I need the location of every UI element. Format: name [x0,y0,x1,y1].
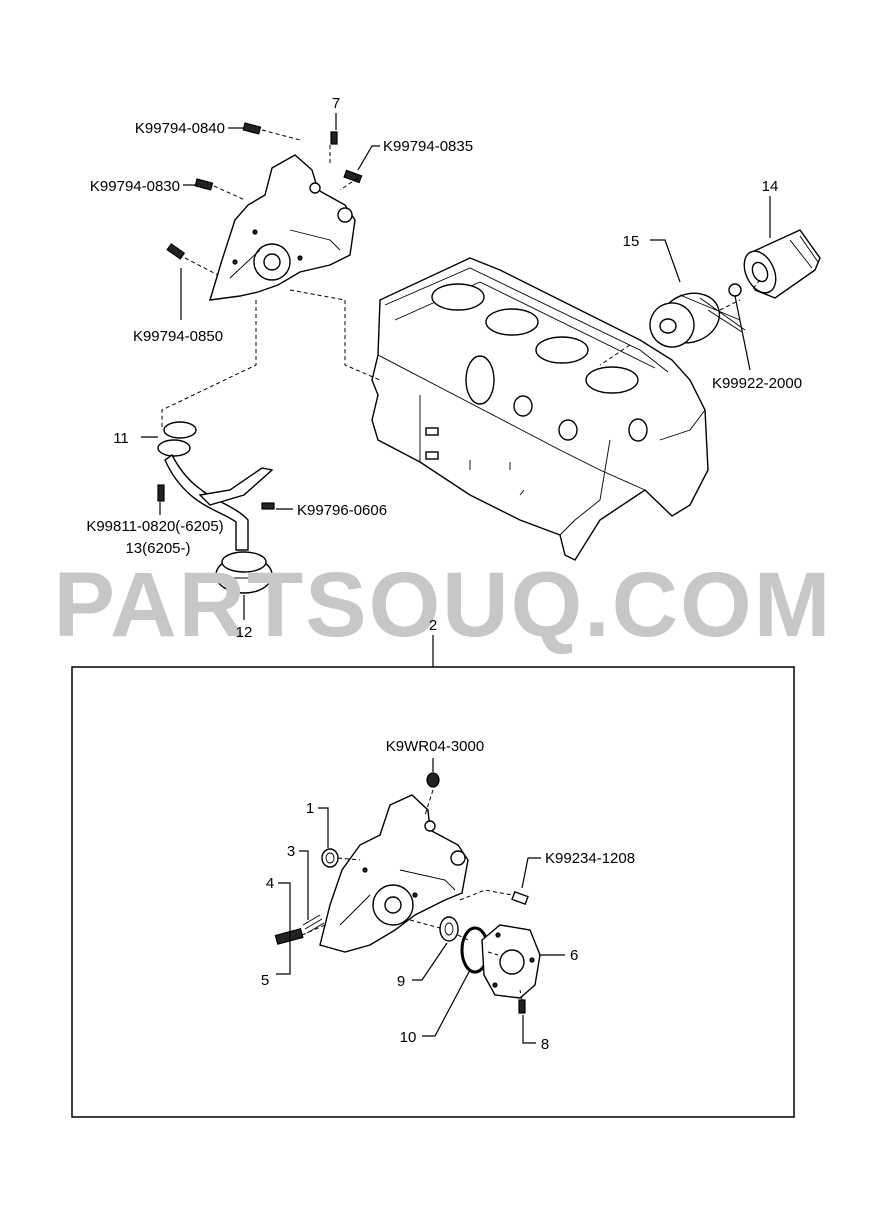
pin-k1208 [511,890,529,906]
bolt-k0830 [194,178,214,191]
oil-strainer-assembly [157,421,275,594]
seal-9 [439,916,459,942]
callout-4: 4 [266,875,274,892]
callout-7: 7 [332,95,340,112]
callout-k99794-0840: K99794-0840 [135,120,225,137]
callout-k99796-0606: K99796-0606 [297,502,387,519]
callout-k99794-0830: K99794-0830 [90,178,180,195]
bolt-k0840 [242,122,262,135]
watermark: PARTSOUQ.COM [54,554,833,656]
oil-cooler-15 [649,292,746,348]
callout-k99794-0850: K99794-0850 [133,328,223,345]
bolt-k3000 [426,772,440,788]
callout-k99811-0820: K99811-0820(-6205) [86,518,223,535]
oil-pump-upper [209,154,356,301]
callout-k99234-1208: K99234-1208 [545,850,635,867]
callout-8: 8 [541,1036,549,1053]
callout-6: 6 [570,947,578,964]
screw-8 [518,999,526,1014]
plug-5 [274,928,304,945]
cover-6 [481,924,541,999]
oil-pump-lower [319,794,469,953]
oil-pump-assembly-box [71,666,795,1118]
spring-3 [302,914,325,934]
callout-15: 15 [623,233,640,250]
oil-filter-14 [743,229,821,299]
callout-11: 11 [113,430,129,447]
callout-1: 1 [306,800,314,817]
callout-9: 9 [397,973,405,990]
callout-14: 14 [762,178,779,195]
callout-5: 5 [261,972,269,989]
bolt-k0835 [343,169,363,184]
callout-k99794-0835: K99794-0835 [383,138,473,155]
nut-k2000 [728,283,742,297]
callout-k99922-2000: K99922-2000 [712,375,802,392]
callout-10: 10 [400,1029,417,1046]
callout-2: 2 [429,617,437,634]
callout-12: 12 [236,624,253,641]
callout-13: 13(6205-) [125,540,190,557]
callout-3: 3 [287,843,295,860]
callout-k9wr04-3000: K9WR04-3000 [386,738,484,755]
pin-7 [330,131,338,145]
engine-block [371,257,709,561]
seal-1 [321,848,339,868]
bolt-k0850 [166,243,186,260]
